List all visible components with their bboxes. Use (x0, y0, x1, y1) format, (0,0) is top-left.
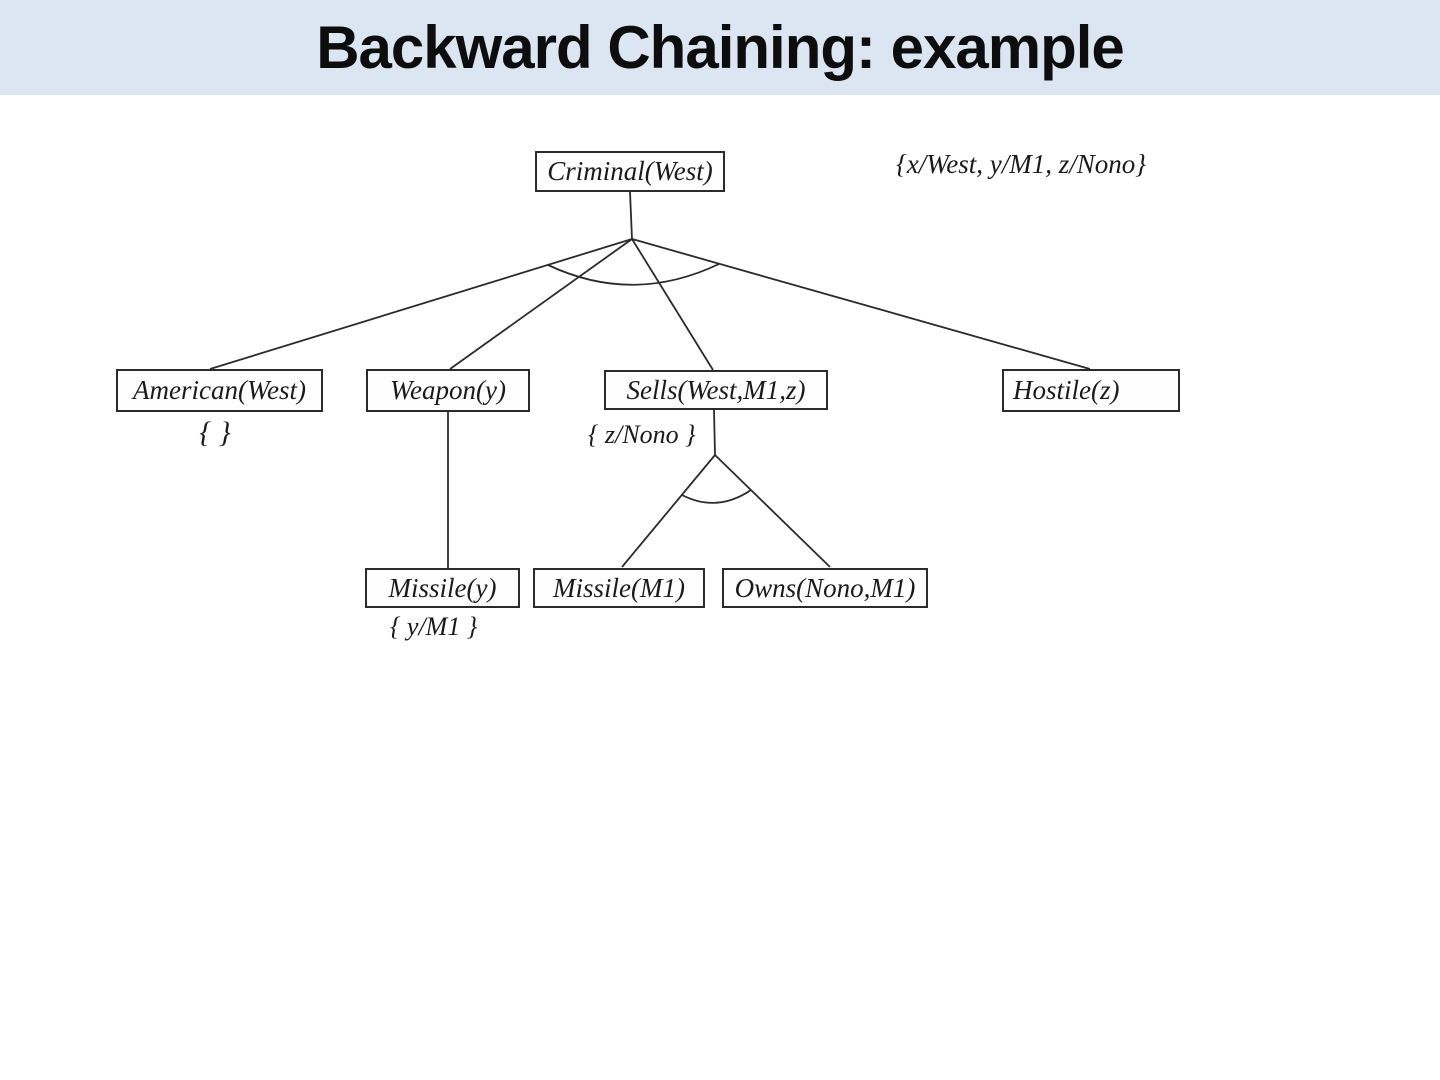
substitution-global: {x/West, y/M1, z/Nono} (896, 149, 1147, 179)
slide-title: Backward Chaining: example (316, 14, 1125, 81)
node-hostile-z: Hostile(z) (1002, 369, 1180, 412)
edge-sells-stem (713, 409, 716, 456)
node-owns-nono-m1: Owns(Nono,M1) (722, 568, 928, 608)
node-missile-y: Missile(y) (365, 568, 520, 608)
node-missile-m1: Missile(M1) (533, 568, 705, 608)
edge-criminal-weapon (449, 238, 633, 370)
edge-sells-missile-m1 (621, 454, 716, 568)
substitution-under-american: { } (199, 416, 231, 449)
edge-criminal-stem (629, 191, 633, 240)
edge-criminal-hostile (631, 238, 1091, 370)
and-arc-criminal (547, 263, 720, 286)
edge-criminal-american (209, 238, 633, 370)
substitution-under-missile: { y/M1 } (390, 612, 478, 641)
edge-sells-owns (714, 454, 831, 568)
edge-criminal-sells (631, 238, 714, 371)
node-sells-west-m1-z: Sells(West,M1,z) (604, 370, 828, 410)
substitution-under-sells: { z/Nono } (588, 420, 696, 449)
node-criminal-west: Criminal(West) (535, 151, 725, 192)
slide-title-bar: Backward Chaining: example (0, 0, 1440, 95)
node-american-west: American(West) (116, 369, 323, 412)
and-arc-sells (681, 489, 752, 504)
node-weapon-y: Weapon(y) (366, 369, 530, 412)
